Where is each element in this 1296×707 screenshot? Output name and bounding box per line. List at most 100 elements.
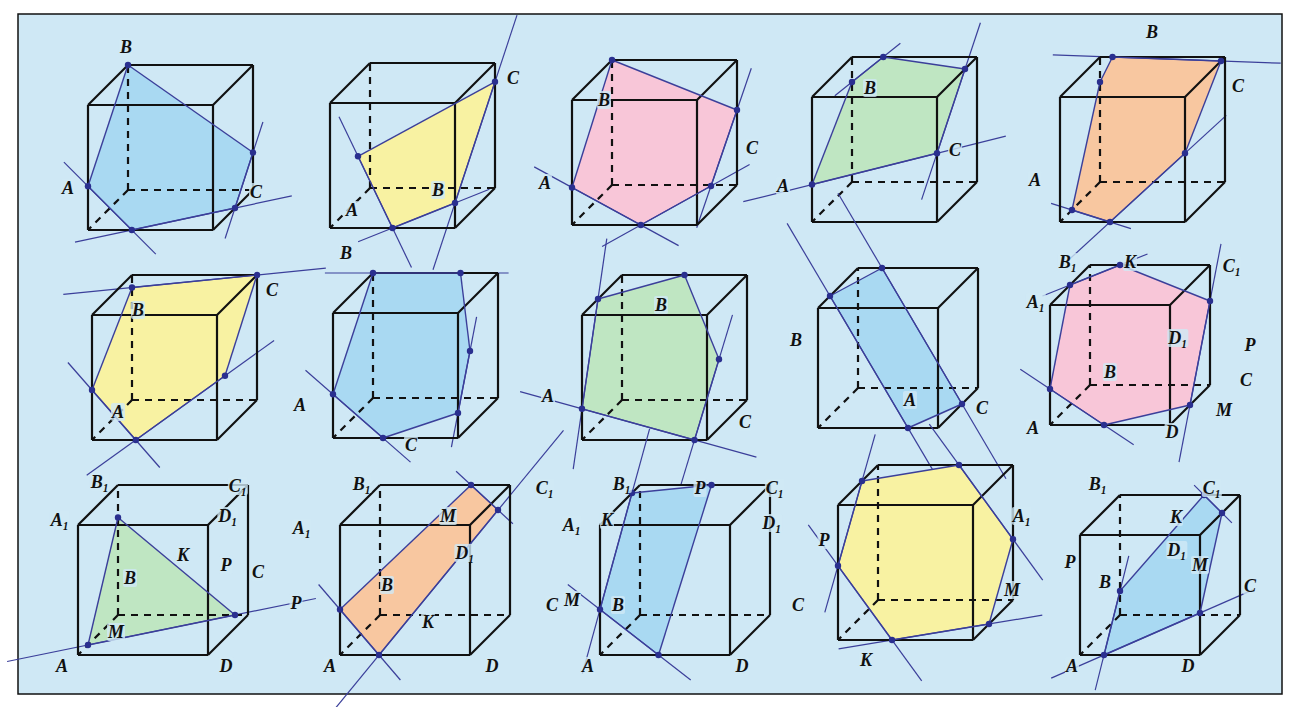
hidden-edge <box>1080 615 1120 655</box>
construction-line <box>787 223 951 500</box>
section-point <box>934 150 940 156</box>
section-edge <box>132 275 257 288</box>
cube-edge <box>572 224 697 226</box>
cube-edge <box>92 275 132 315</box>
hidden-edge <box>818 388 858 428</box>
section-edge <box>358 156 393 228</box>
cube-edge <box>1050 265 1090 305</box>
hidden-edge <box>622 399 747 401</box>
construction-line <box>325 272 509 273</box>
vertex-label: M <box>1003 581 1021 599</box>
section-point <box>370 270 376 276</box>
cube-edge <box>600 524 730 526</box>
vertex-label: C <box>745 139 759 157</box>
vertex-label: M <box>439 507 457 525</box>
section-edge <box>598 275 685 299</box>
vertex-label: D₁ <box>761 514 782 532</box>
section-point <box>380 435 386 441</box>
construction-line <box>87 340 274 475</box>
cube-edge <box>217 400 257 440</box>
cube-edge <box>330 63 370 103</box>
section-point <box>254 272 260 278</box>
cube-edge <box>1060 221 1185 223</box>
cube-edge <box>852 56 977 58</box>
cube-edge <box>1050 304 1170 306</box>
section-point <box>655 652 661 658</box>
section-point <box>1218 58 1224 64</box>
cube-edge <box>339 525 341 655</box>
vertex-label: K <box>1123 253 1137 271</box>
section-edge <box>471 485 498 510</box>
cube-edge <box>858 267 978 269</box>
cube-edge <box>582 275 622 315</box>
cube-edge <box>977 268 979 388</box>
section-point <box>708 482 714 488</box>
construction-line <box>602 165 750 247</box>
cube-edge <box>329 103 331 228</box>
vertex-label: B₁ <box>90 473 110 491</box>
vertex-label: A <box>55 657 69 675</box>
cube-edge <box>769 485 771 615</box>
vertex-label: B <box>131 301 145 319</box>
hidden-edge <box>1060 182 1100 222</box>
section-point <box>1187 402 1193 408</box>
section-fill <box>838 465 1013 640</box>
construction-line <box>1020 369 1133 445</box>
section-edge <box>600 610 659 656</box>
section-point <box>1107 219 1113 225</box>
cube-edge <box>1185 57 1225 97</box>
hidden-edge <box>600 615 640 655</box>
vertex-label: P <box>1064 553 1077 571</box>
construction-line <box>75 196 292 242</box>
section-point <box>956 462 962 468</box>
cube-edge <box>216 315 218 440</box>
vertex-label: D₁ <box>1167 329 1188 347</box>
section-point <box>691 437 697 443</box>
vertex-label: B <box>431 181 445 199</box>
section-point <box>452 200 458 206</box>
cube-edge <box>817 308 819 428</box>
section-edge <box>88 186 132 230</box>
section-edge <box>838 566 892 640</box>
cube-edge <box>78 524 208 526</box>
cube-edge <box>582 314 707 316</box>
cube-edge <box>332 313 334 438</box>
hidden-edge <box>1100 181 1225 183</box>
section-point <box>1219 510 1225 516</box>
vertex-label: A <box>1026 419 1040 437</box>
construction-line <box>306 370 411 462</box>
section-edge <box>333 273 373 394</box>
section-edge <box>1104 613 1200 655</box>
cube-edge <box>1080 534 1200 536</box>
construction-line <box>1051 203 1131 228</box>
hidden-edge <box>878 599 1013 601</box>
vertex-label: D₁ <box>217 507 238 525</box>
vertex-label: P <box>1244 336 1257 354</box>
cube-edge <box>696 100 698 225</box>
vertex-label: A <box>903 391 917 409</box>
vertex-label: D <box>219 657 234 675</box>
section-point <box>495 507 501 513</box>
cube-edge <box>572 99 697 101</box>
cube-edge <box>1012 465 1014 600</box>
section-edge <box>88 615 235 645</box>
section-fill <box>582 275 719 440</box>
vertex-label: C <box>251 563 265 581</box>
vertex-label: C <box>249 183 263 201</box>
cube-edge <box>818 268 858 308</box>
vertex-label: K <box>421 613 435 631</box>
hidden-edge <box>1119 495 1121 615</box>
cube-edge <box>128 64 253 66</box>
hidden-edge <box>333 398 373 438</box>
cube-edge <box>972 505 974 640</box>
hidden-edge <box>1120 614 1240 616</box>
construction-line <box>839 615 1043 649</box>
cube-edge <box>746 275 748 400</box>
cube-edge <box>380 484 510 486</box>
cube-edge <box>92 439 217 441</box>
section-point <box>468 482 474 488</box>
cube-edge <box>612 59 737 61</box>
cube-edge <box>707 275 747 315</box>
cube-edge <box>937 182 977 222</box>
cube-edge <box>458 398 498 438</box>
